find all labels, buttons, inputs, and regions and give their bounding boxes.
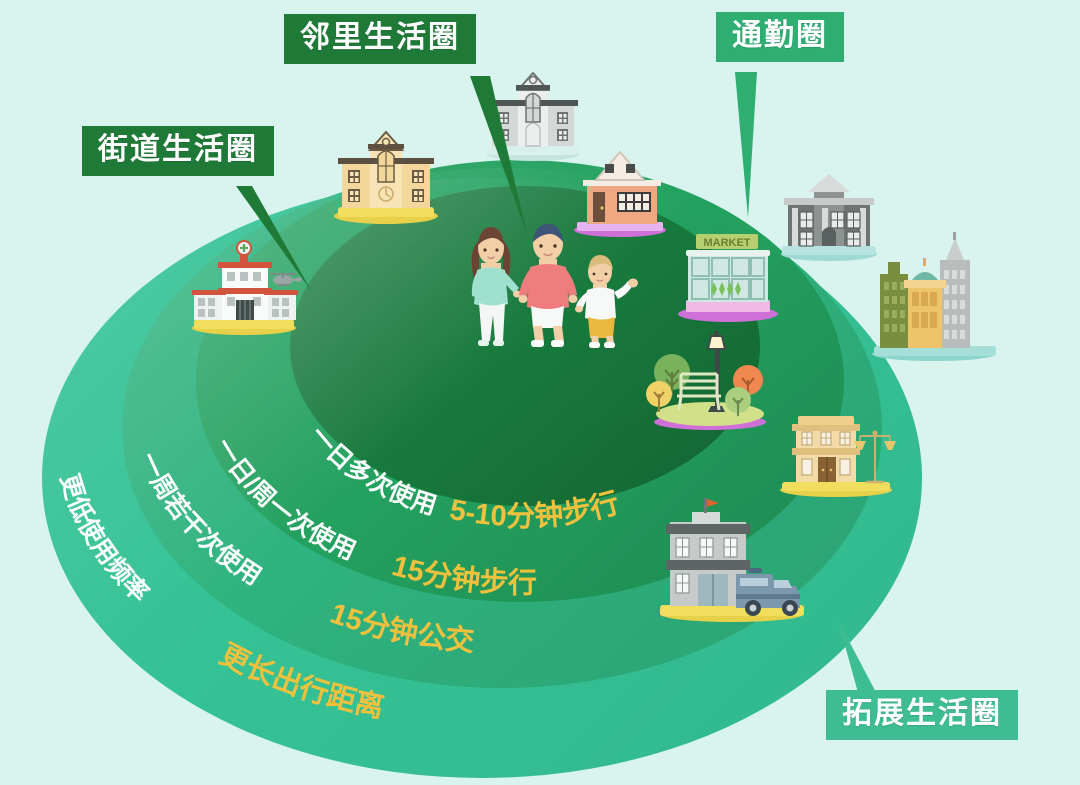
tower-green — [880, 262, 908, 348]
park-bench — [677, 372, 721, 411]
callout-commute-label: 通勤圈 — [716, 12, 844, 62]
tree-yellow — [646, 381, 672, 412]
figure-child — [575, 255, 638, 348]
illustration-school — [334, 130, 438, 224]
callout-street-living-circle[interactable]: 街道生活圈 — [82, 126, 274, 176]
illustration-family — [471, 224, 638, 348]
illustration-market: MARKET — [678, 234, 778, 322]
helicopter-icon — [270, 273, 301, 286]
tower-gray — [940, 232, 970, 348]
callout-expand-label: 拓展生活圈 — [826, 690, 1018, 740]
figure-mother — [471, 227, 521, 346]
callout-commute-circle[interactable]: 通勤圈 — [716, 12, 844, 62]
illustration-house — [574, 150, 666, 237]
illustration-government-building — [781, 174, 877, 261]
tree-light-green — [725, 387, 751, 416]
illustration-police-station — [660, 498, 804, 622]
market-sign-text: MARKET — [703, 237, 750, 249]
figure-father — [518, 224, 578, 347]
callout-neighbor-label: 邻里生活圈 — [284, 14, 476, 64]
illustration-park — [646, 330, 766, 430]
tower-yellow — [904, 258, 946, 348]
police-van — [736, 568, 800, 616]
illustration-courthouse — [780, 416, 896, 497]
illustration-civic-building — [487, 71, 579, 161]
pointer-commute — [735, 72, 757, 218]
illustration-city-skyline — [872, 232, 996, 361]
ring-neighborhood-living-circle — [290, 186, 760, 506]
callout-expanded-living-circle[interactable]: 拓展生活圈 — [826, 690, 1018, 740]
callout-neighborhood-living-circle[interactable]: 邻里生活圈 — [284, 14, 476, 64]
callout-street-label: 街道生活圈 — [82, 126, 274, 176]
illustration-hospital — [192, 240, 301, 335]
scales-of-justice-icon — [854, 430, 896, 484]
